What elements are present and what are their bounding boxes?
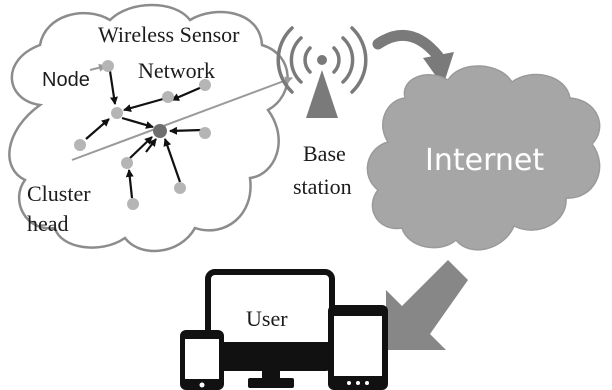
sensor-node bbox=[74, 139, 86, 151]
sensor-node bbox=[199, 127, 211, 139]
internet-cloud bbox=[366, 65, 601, 251]
sensor-node bbox=[162, 91, 174, 103]
sensor-nodes bbox=[74, 60, 211, 210]
sensor-node bbox=[174, 182, 186, 194]
cluster-head-node bbox=[153, 124, 167, 138]
down-arrow-icon bbox=[386, 260, 468, 350]
uplink-line bbox=[71, 76, 293, 161]
user-label: User bbox=[246, 306, 288, 331]
sensor-node bbox=[102, 60, 114, 72]
cluster-head-label-line2: head bbox=[27, 211, 69, 236]
antenna-icon bbox=[276, 26, 368, 118]
phone-icon bbox=[180, 330, 224, 390]
base-station-label-line2: station bbox=[293, 174, 352, 199]
internet-label: Internet bbox=[425, 143, 545, 178]
network-title-line1: Wireless Sensor bbox=[98, 22, 240, 47]
tablet-icon bbox=[328, 305, 388, 390]
node-label: Node bbox=[42, 69, 90, 91]
sensor-node bbox=[199, 79, 211, 91]
sensor-node bbox=[127, 198, 139, 210]
base-station-label-line1: Base bbox=[303, 141, 346, 166]
network-title-line2: Network bbox=[138, 58, 215, 83]
curved-arrow-icon bbox=[372, 30, 454, 86]
cluster-head-label-line1: Cluster bbox=[27, 181, 91, 206]
network-links bbox=[85, 70, 203, 199]
sensor-node bbox=[121, 157, 133, 169]
sensor-node bbox=[111, 107, 123, 119]
